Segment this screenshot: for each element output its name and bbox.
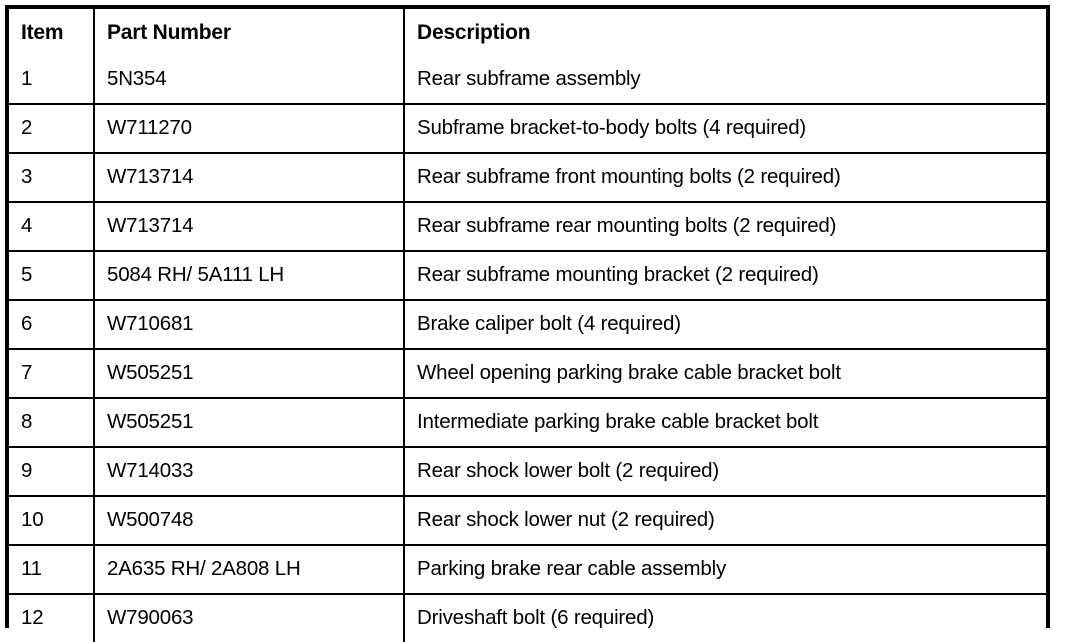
- cell-description: Rear subframe mounting bracket (2 requir…: [404, 251, 1046, 301]
- table-row: 10 W500748 Rear shock lower nut (2 requi…: [9, 496, 1046, 546]
- column-header-part-number: Part Number: [94, 9, 405, 56]
- cell-part-number: W790063: [94, 594, 405, 642]
- cell-item: 2: [9, 104, 95, 154]
- cell-item: 4: [9, 202, 95, 252]
- parts-table-container: Item Part Number Description 1 5N354 Rea…: [5, 5, 1050, 642]
- parts-table: Item Part Number Description 1 5N354 Rea…: [9, 9, 1046, 642]
- cell-item: 7: [9, 349, 95, 399]
- cell-description: Rear subframe front mounting bolts (2 re…: [404, 153, 1046, 203]
- cell-part-number: W713714: [94, 202, 405, 252]
- cell-description: Intermediate parking brake cable bracket…: [404, 398, 1046, 448]
- cell-description: Rear subframe assembly: [404, 56, 1046, 105]
- cell-description: Rear subframe rear mounting bolts (2 req…: [404, 202, 1046, 252]
- table-row: 4 W713714 Rear subframe rear mounting bo…: [9, 202, 1046, 252]
- cell-item: 9: [9, 447, 95, 497]
- cell-part-number: 5084 RH/ 5A111 LH: [94, 251, 405, 301]
- cell-part-number: W713714: [94, 153, 405, 203]
- cell-part-number: W711270: [94, 104, 405, 154]
- table-row: 8 W505251 Intermediate parking brake cab…: [9, 398, 1046, 448]
- cell-item: 3: [9, 153, 95, 203]
- cell-description: Rear shock lower bolt (2 required): [404, 447, 1046, 497]
- table-body: 1 5N354 Rear subframe assembly 2 W711270…: [9, 56, 1046, 642]
- cell-description: Parking brake rear cable assembly: [404, 545, 1046, 595]
- cell-part-number: 5N354: [94, 56, 405, 105]
- table-row: 1 5N354 Rear subframe assembly: [9, 56, 1046, 105]
- cell-item: 12: [9, 594, 95, 642]
- cell-item: 5: [9, 251, 95, 301]
- cell-part-number: W505251: [94, 398, 405, 448]
- cell-description: Driveshaft bolt (6 required): [404, 594, 1046, 642]
- table-row: 11 2A635 RH/ 2A808 LH Parking brake rear…: [9, 545, 1046, 595]
- table-row: 2 W711270 Subframe bracket-to-body bolts…: [9, 104, 1046, 154]
- cell-part-number: 2A635 RH/ 2A808 LH: [94, 545, 405, 595]
- table-row: 12 W790063 Driveshaft bolt (6 required): [9, 594, 1046, 642]
- cell-part-number: W714033: [94, 447, 405, 497]
- table-row: 5 5084 RH/ 5A111 LH Rear subframe mounti…: [9, 251, 1046, 301]
- cell-description: Subframe bracket-to-body bolts (4 requir…: [404, 104, 1046, 154]
- table-row: 3 W713714 Rear subframe front mounting b…: [9, 153, 1046, 203]
- table-header: Item Part Number Description: [9, 9, 1046, 56]
- table-header-row: Item Part Number Description: [9, 9, 1046, 56]
- cell-description: Brake caliper bolt (4 required): [404, 300, 1046, 350]
- cell-part-number: W710681: [94, 300, 405, 350]
- table-row: 6 W710681 Brake caliper bolt (4 required…: [9, 300, 1046, 350]
- cell-item: 11: [9, 545, 95, 595]
- cell-description: Rear shock lower nut (2 required): [404, 496, 1046, 546]
- cell-item: 10: [9, 496, 95, 546]
- cell-item: 1: [9, 56, 95, 105]
- cell-part-number: W500748: [94, 496, 405, 546]
- column-header-description: Description: [404, 9, 1046, 56]
- cell-item: 6: [9, 300, 95, 350]
- cell-part-number: W505251: [94, 349, 405, 399]
- table-row: 7 W505251 Wheel opening parking brake ca…: [9, 349, 1046, 399]
- column-header-item: Item: [9, 9, 95, 56]
- table-row: 9 W714033 Rear shock lower bolt (2 requi…: [9, 447, 1046, 497]
- cell-description: Wheel opening parking brake cable bracke…: [404, 349, 1046, 399]
- cell-item: 8: [9, 398, 95, 448]
